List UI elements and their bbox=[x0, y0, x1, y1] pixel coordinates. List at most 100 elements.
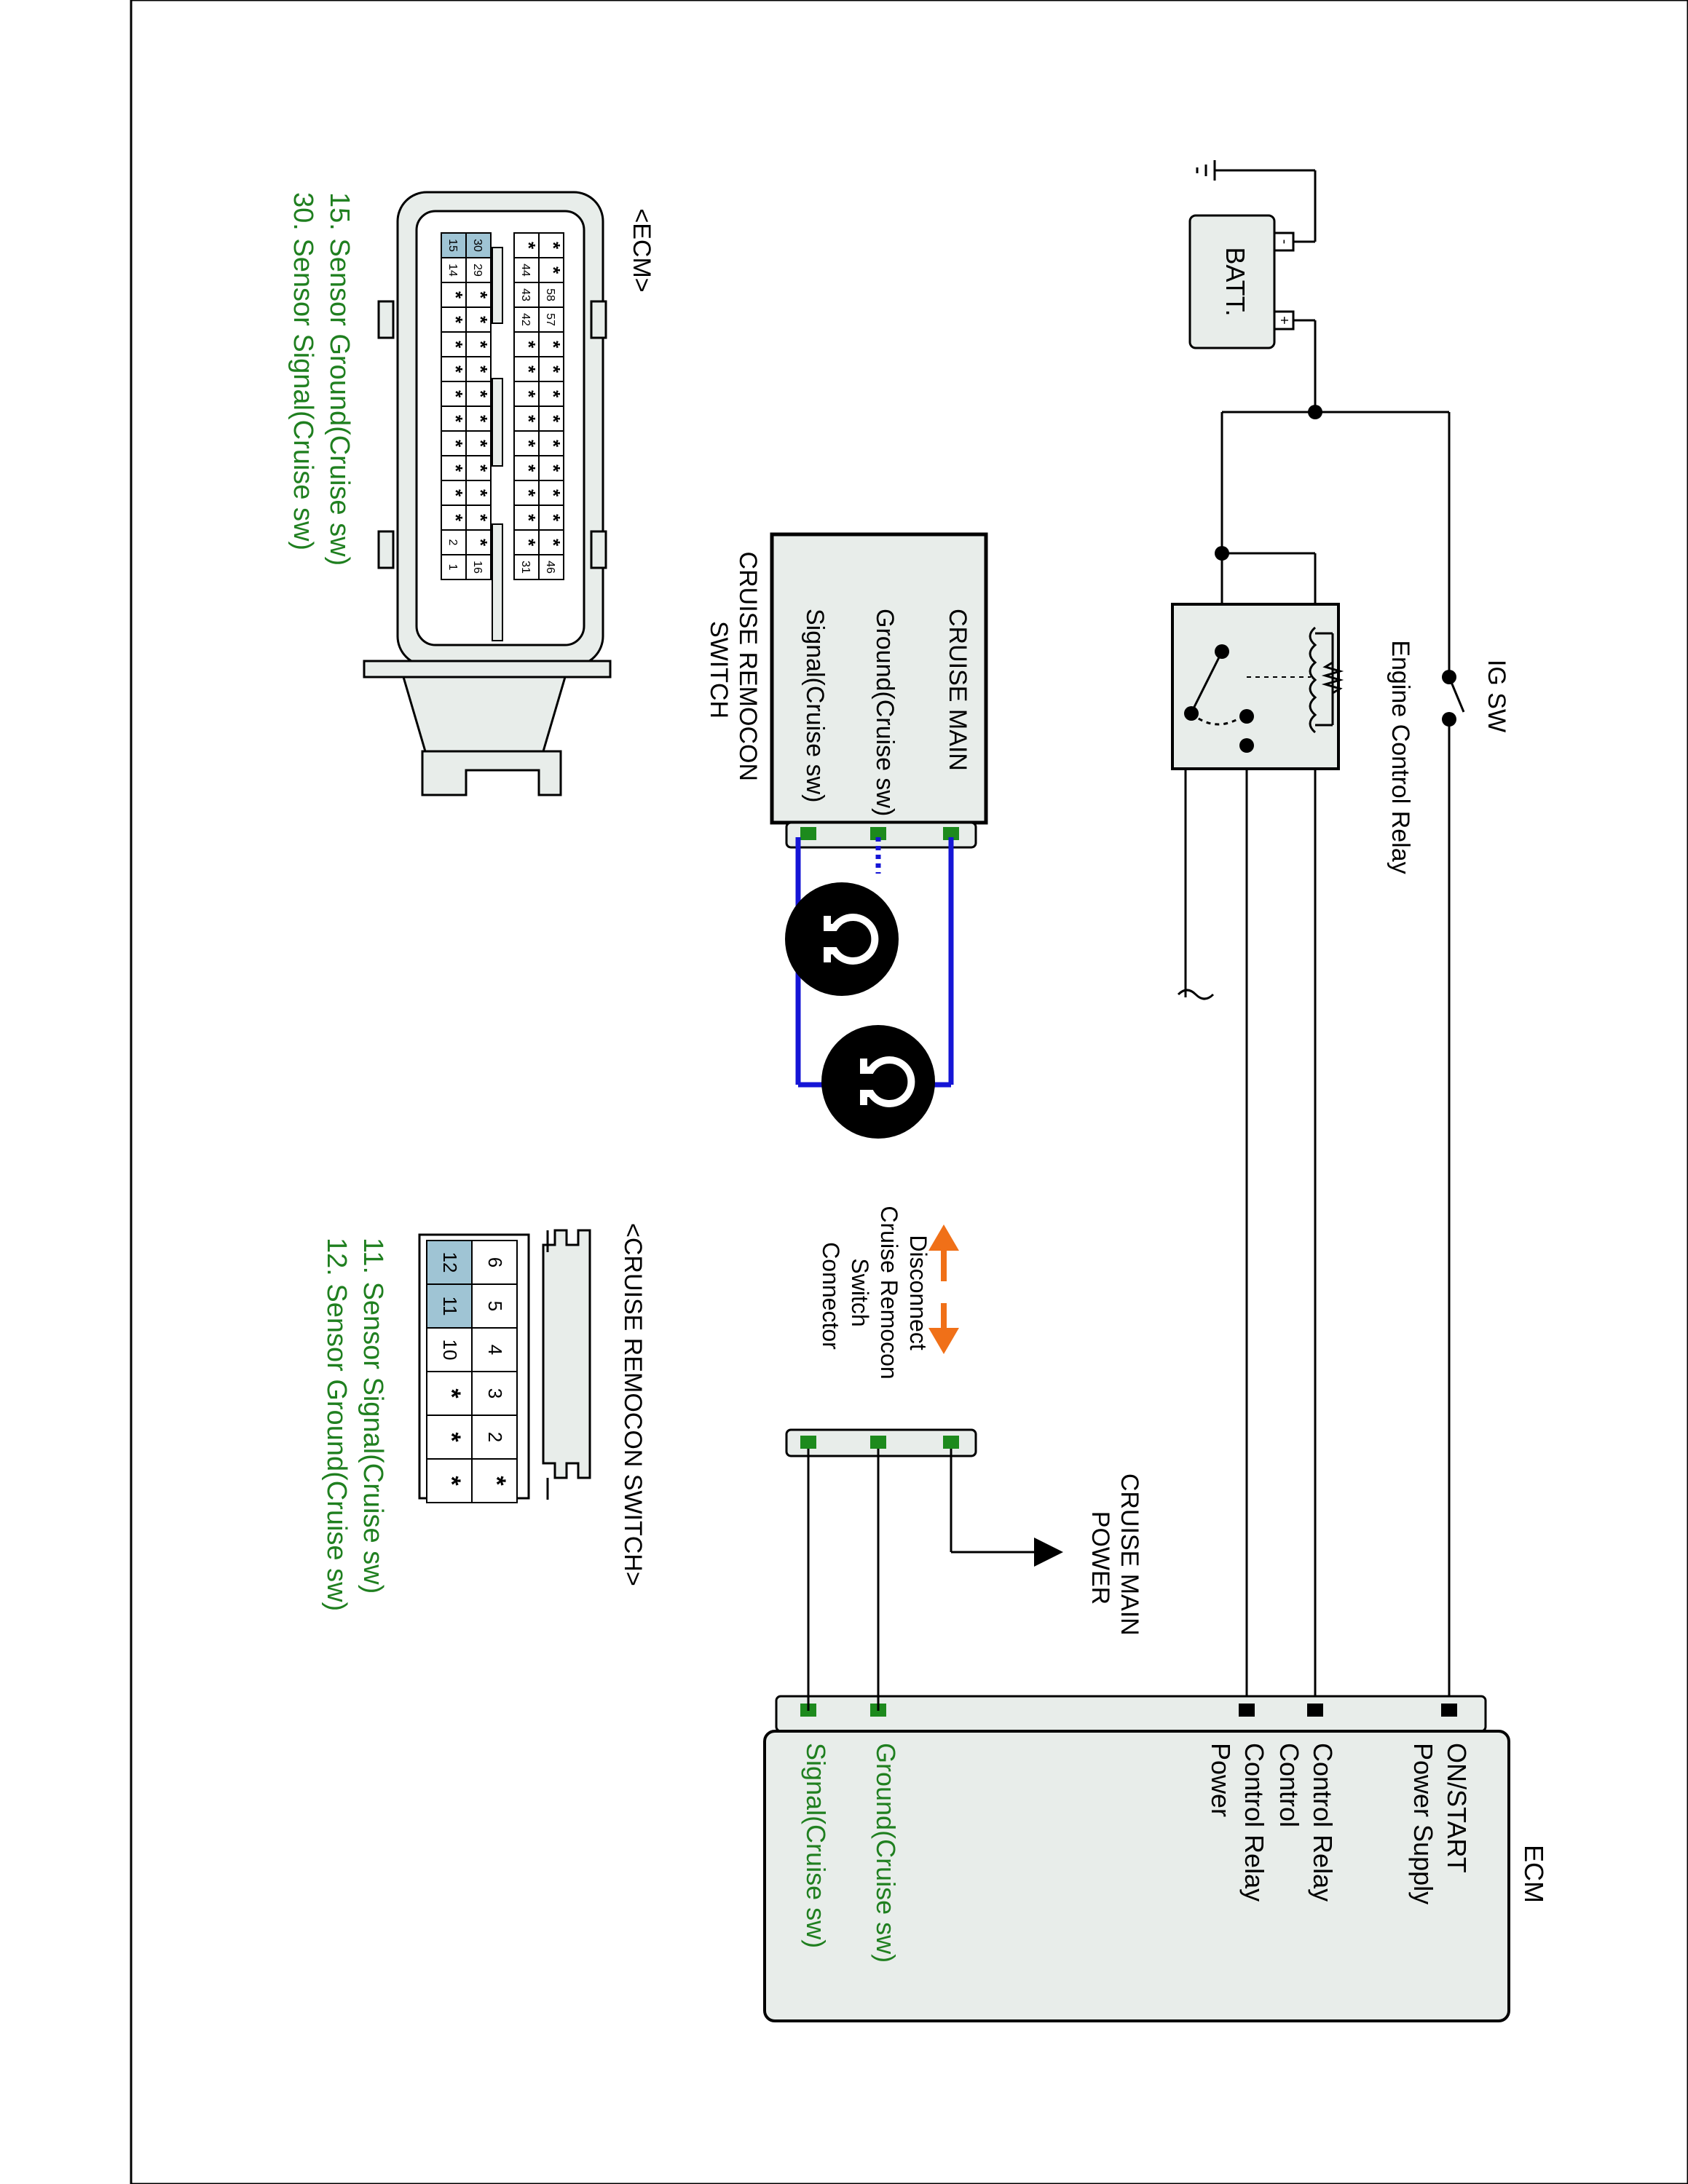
ecm-cavity-label: * bbox=[445, 440, 467, 448]
ecm-pin-label: ON/START bbox=[1442, 1743, 1472, 1873]
ecm-cavity-label: * bbox=[543, 415, 564, 423]
ecm-cavity-label: * bbox=[543, 464, 564, 472]
ecm-cavity-label: 43 bbox=[519, 288, 532, 301]
ecm-cavity-label: 29 bbox=[471, 264, 484, 277]
switch-cavity-label: 11 bbox=[439, 1297, 461, 1316]
mid-connector-pin bbox=[943, 1436, 959, 1449]
power-section bbox=[1184, 160, 1465, 1711]
ecm-pin-label: Power Supply bbox=[1408, 1743, 1438, 1904]
ecm-box bbox=[763, 1730, 1510, 2022]
cruise-switch-box bbox=[770, 532, 988, 825]
switch-cavity-label: 2 bbox=[484, 1432, 506, 1442]
switch-legend-line-1: 11. Sensor Signal(Cruise sw) bbox=[358, 1238, 388, 1594]
ecm-cavity-label: * bbox=[543, 440, 564, 448]
relay-coil bbox=[1309, 626, 1344, 734]
ecm-cavity-label: 15 bbox=[446, 239, 459, 252]
ecm-pin-label: Power bbox=[1206, 1743, 1236, 1817]
ecm-pin-label: Control bbox=[1274, 1743, 1304, 1827]
ecm-cavity-label: * bbox=[470, 291, 492, 299]
switch-cavity-label: 6 bbox=[484, 1257, 506, 1267]
switch-pins: CRUISE MAIN Ground(Cruise sw) Signal(Cruis… bbox=[800, 609, 971, 840]
mid-connector-pin bbox=[800, 1436, 816, 1449]
cruise-switch-pin bbox=[943, 827, 959, 840]
ecm-key-slot bbox=[492, 523, 503, 641]
switch-cavity bbox=[426, 1458, 473, 1503]
cruise-switch-pin-label: Ground(Cruise sw) bbox=[871, 609, 899, 816]
ecm-cavity bbox=[513, 306, 540, 333]
ecm-cavity-label: * bbox=[445, 489, 467, 497]
ecm-key-slot bbox=[492, 247, 503, 324]
switch-cavity-label: 5 bbox=[484, 1301, 506, 1311]
switch-cavity-label: * bbox=[438, 1476, 465, 1486]
ecm-cavity bbox=[465, 306, 492, 333]
switch-cavity-label: * bbox=[483, 1476, 510, 1486]
ecm-cavity-label: 1 bbox=[446, 564, 459, 571]
ecm-cavity bbox=[538, 282, 564, 308]
cruise-main-power-label: CRUISE MAIN POWER bbox=[1086, 1473, 1143, 1642]
ecm-cavity bbox=[441, 405, 467, 432]
ecm-cavity-label: * bbox=[445, 316, 467, 324]
ecm-cavity-label: * bbox=[470, 440, 492, 448]
ecm-cavity-label: * bbox=[543, 390, 564, 398]
ecm-cavity bbox=[465, 405, 492, 432]
ecm-cavity-label: * bbox=[543, 539, 564, 547]
battery-box bbox=[1188, 214, 1276, 349]
ecm-legend-line-2: 30. Sensor Signal(Cruise sw) bbox=[288, 192, 318, 550]
ecm-cavity-label: * bbox=[518, 514, 540, 522]
switch-cavity-label: 12 bbox=[439, 1252, 461, 1273]
ecm-cavity-label: * bbox=[470, 316, 492, 324]
ecm-cavity bbox=[513, 505, 540, 531]
ecm-cavity-label: * bbox=[445, 464, 467, 472]
ecm-cavity-label: * bbox=[470, 415, 492, 423]
ecm-cavity-label: * bbox=[445, 514, 467, 522]
cruise-switch-name: CRUISE REMOCON SWITCH bbox=[705, 552, 762, 788]
ecm-legend-line-1: 15. Sensor Ground(Cruise sw) bbox=[324, 192, 355, 566]
ecm-cavity-label: * bbox=[518, 415, 540, 423]
ecm-cavity bbox=[513, 356, 540, 382]
switch-connector-title: <CRUISE REMOCON SWITCH> bbox=[619, 1223, 647, 1586]
relay-label: Engine Control Relay bbox=[1387, 640, 1414, 874]
ecm-cavity bbox=[465, 232, 492, 258]
disconnect-note: Disconnect Cruise Remocon Switch Connect… bbox=[818, 1206, 931, 1385]
ecm-cavity bbox=[513, 405, 540, 432]
ecm-cavity bbox=[441, 306, 467, 333]
ecm-cavity-label: * bbox=[445, 390, 467, 398]
ecm-cavity-label: * bbox=[518, 489, 540, 497]
ecm-cavity-label: * bbox=[543, 242, 564, 250]
cruise-switch-pin bbox=[870, 827, 886, 840]
ecm-cavity-label: * bbox=[470, 341, 492, 349]
ecm-cavity-label: * bbox=[518, 242, 540, 250]
ecm-cavity-label: 42 bbox=[519, 313, 532, 326]
ecm-cavity-label: * bbox=[543, 365, 564, 373]
ecm-cavity bbox=[513, 282, 540, 308]
switch-cavity-label: * bbox=[438, 1432, 465, 1442]
ecm-cavity-label: * bbox=[470, 365, 492, 373]
ecm-cavity-label: * bbox=[543, 266, 564, 274]
ecm-cavity bbox=[441, 257, 467, 283]
ecm-connector-title: <ECM> bbox=[628, 208, 655, 292]
cruise-main-power-arrow bbox=[1034, 1538, 1063, 1567]
battery-minus-label: - bbox=[1277, 240, 1293, 245]
cruise-switch-pin-label: CRUISE MAIN bbox=[944, 609, 971, 771]
ecm-cavity-label: * bbox=[518, 539, 540, 547]
mid-connector-pin bbox=[870, 1436, 886, 1449]
ecm-cavity bbox=[513, 455, 540, 481]
ohm-meter-2 bbox=[821, 1025, 935, 1139]
ecm-cavity-label: * bbox=[470, 390, 492, 398]
ecm-cavity bbox=[441, 529, 467, 555]
mid-wires bbox=[807, 1443, 1034, 1711]
ecm-cavity bbox=[441, 282, 467, 308]
ecm-cavity-label: * bbox=[445, 415, 467, 423]
ecm-cavity bbox=[441, 554, 467, 580]
ecm-cavity-label: * bbox=[445, 365, 467, 373]
switch-connector-legend: 11. Sensor Signal(Cruise sw) 12. Sensor … bbox=[321, 1238, 388, 1611]
cruise-switch-pin-label: Signal(Cruise sw) bbox=[801, 609, 829, 802]
ecm-cavity bbox=[513, 381, 540, 407]
mid-pins bbox=[800, 1436, 959, 1449]
ecm-pin bbox=[1441, 1704, 1457, 1717]
switch-cavity bbox=[471, 1240, 518, 1285]
ecm-cavity-label: 14 bbox=[446, 264, 459, 277]
ecm-cavity bbox=[441, 381, 467, 407]
ecm-cavity-label: * bbox=[543, 514, 564, 522]
